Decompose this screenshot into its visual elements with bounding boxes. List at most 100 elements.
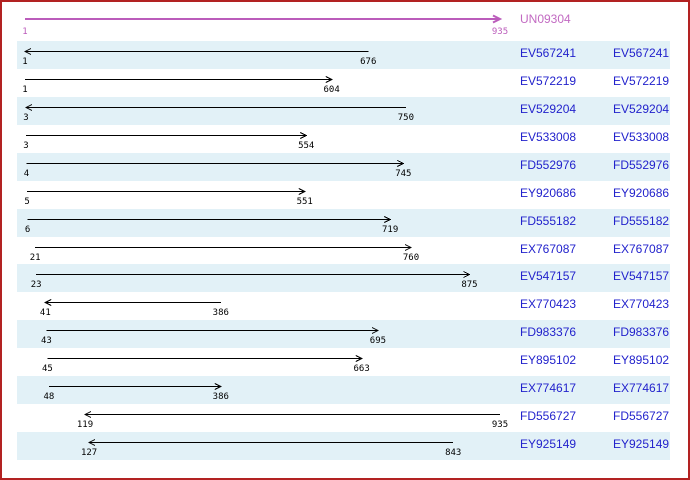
end-coordinate: 750 — [397, 112, 415, 123]
sequence-label-right[interactable]: EY925149 — [613, 437, 670, 452]
sequence-label-left[interactable]: EX770423 — [520, 297, 577, 312]
sequence-arrow — [26, 131, 308, 139]
sequence-label-right[interactable]: EX770423 — [613, 297, 670, 312]
sequence-arrow — [36, 271, 471, 279]
sequence-arrow — [35, 243, 413, 251]
sequence-label-left[interactable]: FD983376 — [520, 325, 577, 340]
alignment-row-EV533008: 3 554 EV533008 EV533008 — [2, 125, 688, 153]
sequence-label-left[interactable]: EY925149 — [520, 437, 577, 452]
sequence-arrow — [25, 75, 333, 83]
start-coordinate: 1 — [22, 57, 28, 67]
end-coordinate: 695 — [369, 336, 387, 347]
sequence-arrow — [44, 299, 221, 307]
row-background-band — [17, 96, 670, 125]
start-coordinate: 119 — [76, 420, 94, 431]
sequence-label-right[interactable]: EV572219 — [613, 73, 670, 88]
sequence-label-right[interactable]: FD983376 — [613, 325, 670, 340]
sequence-label-left[interactable]: EX767087 — [520, 241, 577, 256]
start-coordinate: 43 — [40, 336, 52, 347]
sequence-label-left[interactable]: EY895102 — [520, 353, 577, 368]
row-background-band — [17, 208, 670, 237]
end-coordinate: 745 — [395, 168, 412, 179]
end-coordinate: 551 — [296, 196, 313, 207]
end-coordinate: 663 — [353, 364, 370, 375]
sequence-label-left[interactable]: EV567241 — [520, 46, 577, 60]
end-coordinate: 386 — [212, 308, 229, 319]
query-end-coordinate: 935 — [491, 27, 509, 37]
start-coordinate: 3 — [23, 140, 29, 151]
sequence-arrow — [26, 159, 405, 167]
sequence-label-left[interactable]: EV533008 — [520, 129, 577, 144]
sequence-label-left[interactable]: FD555182 — [520, 213, 577, 228]
end-coordinate: 719 — [382, 224, 399, 235]
row-background-band — [17, 376, 670, 405]
sequence-arrow — [87, 439, 454, 446]
sequence-label-left[interactable]: EV529204 — [520, 101, 577, 116]
sequence-label-right[interactable]: EY895102 — [613, 353, 670, 368]
sequence-arrow — [47, 355, 363, 363]
sequence-label-left[interactable]: EY920686 — [520, 185, 577, 200]
start-coordinate: 48 — [43, 392, 55, 403]
sequence-arrow — [27, 187, 306, 195]
sequence-label-left[interactable]: EV547157 — [520, 269, 577, 284]
start-coordinate: 23 — [30, 280, 42, 291]
alignment-row-EX767087: 21 760 EX767087 EX767087 — [2, 237, 688, 265]
alignment-row-FD555182: 6 719 FD555182 FD555182 — [2, 208, 688, 237]
sequence-label-right[interactable]: EV547157 — [613, 269, 670, 284]
sequence-label-left[interactable]: FD556727 — [520, 409, 577, 424]
alignment-row-EX774617: 48 386 EX774617 EX774617 — [2, 376, 688, 405]
start-coordinate: 3 — [23, 112, 29, 123]
row-background-band — [17, 264, 670, 293]
row-background-band — [17, 320, 670, 349]
alignment-row-EV547157: 23 875 EV547157 EV547157 — [2, 264, 688, 293]
alignment-row-FD556727: 119 935 FD556727 FD556727 — [2, 404, 688, 432]
sequence-label-right[interactable]: EX767087 — [613, 241, 670, 256]
alignment-row-EY895102: 45 663 EY895102 EY895102 — [2, 348, 688, 376]
alignment-row-EX770423: 41 386 EX770423 EX770423 — [2, 292, 688, 320]
sequence-label-right[interactable]: EV533008 — [613, 129, 670, 144]
sequence-label-right[interactable]: EY920686 — [613, 185, 670, 200]
end-coordinate: 554 — [298, 140, 315, 151]
start-coordinate: 6 — [24, 224, 31, 235]
sequence-label-left[interactable]: EV572219 — [520, 73, 577, 88]
start-coordinate: 5 — [24, 196, 30, 207]
start-coordinate: 4 — [23, 168, 30, 179]
alignment-row-EY925149: 127 843 EY925149 EY925149 — [2, 432, 688, 461]
sequence-label-right[interactable]: EX774617 — [613, 381, 670, 396]
sequence-label-right[interactable]: FD552976 — [613, 157, 670, 172]
alignment-row-EY920686: 5 551 EY920686 EY920686 — [2, 181, 688, 209]
sequence-arrow — [46, 327, 380, 335]
alignment-row-EV529204: 3 750 EV529204 EV529204 — [2, 96, 688, 125]
query-row: 1 935 UN09304 — [2, 2, 688, 41]
start-coordinate: 41 — [39, 308, 51, 319]
row-background-band — [17, 432, 670, 461]
sequence-arrow — [27, 215, 392, 223]
start-coordinate: 1 — [22, 84, 28, 95]
end-coordinate: 386 — [212, 392, 229, 403]
query-start-coordinate: 1 — [22, 27, 28, 37]
end-coordinate: 875 — [461, 280, 478, 291]
alignment-row-FD983376: 43 695 FD983376 FD983376 — [2, 320, 688, 349]
end-coordinate: 843 — [445, 448, 462, 459]
end-coordinate: 935 — [491, 420, 509, 431]
query-label: UN09304 — [520, 12, 571, 26]
sequence-arrow — [24, 103, 406, 111]
sequence-label-right[interactable]: FD555182 — [613, 213, 670, 228]
query-arrow — [25, 14, 503, 24]
sequence-label-right[interactable]: FD556727 — [613, 409, 670, 424]
end-coordinate: 676 — [360, 57, 377, 67]
sequence-label-left[interactable]: EX774617 — [520, 381, 577, 396]
alignment-row-FD552976: 4 745 FD552976 FD552976 — [2, 152, 688, 181]
sequence-label-right[interactable]: EV567241 — [613, 46, 670, 60]
alignment-row-EV567241: 1 676 EV567241 EV567241 — [2, 41, 688, 69]
sequence-arrow — [48, 383, 222, 391]
sequence-label-right[interactable]: EV529204 — [613, 101, 670, 116]
sequence-arrow — [23, 48, 369, 55]
alignment-row-EV572219: 1 604 EV572219 EV572219 — [2, 69, 688, 97]
sequence-arrow — [83, 411, 500, 419]
sequence-label-left[interactable]: FD552976 — [520, 157, 577, 172]
end-coordinate: 760 — [402, 252, 420, 263]
start-coordinate: 45 — [41, 364, 53, 375]
start-coordinate: 127 — [80, 448, 98, 459]
